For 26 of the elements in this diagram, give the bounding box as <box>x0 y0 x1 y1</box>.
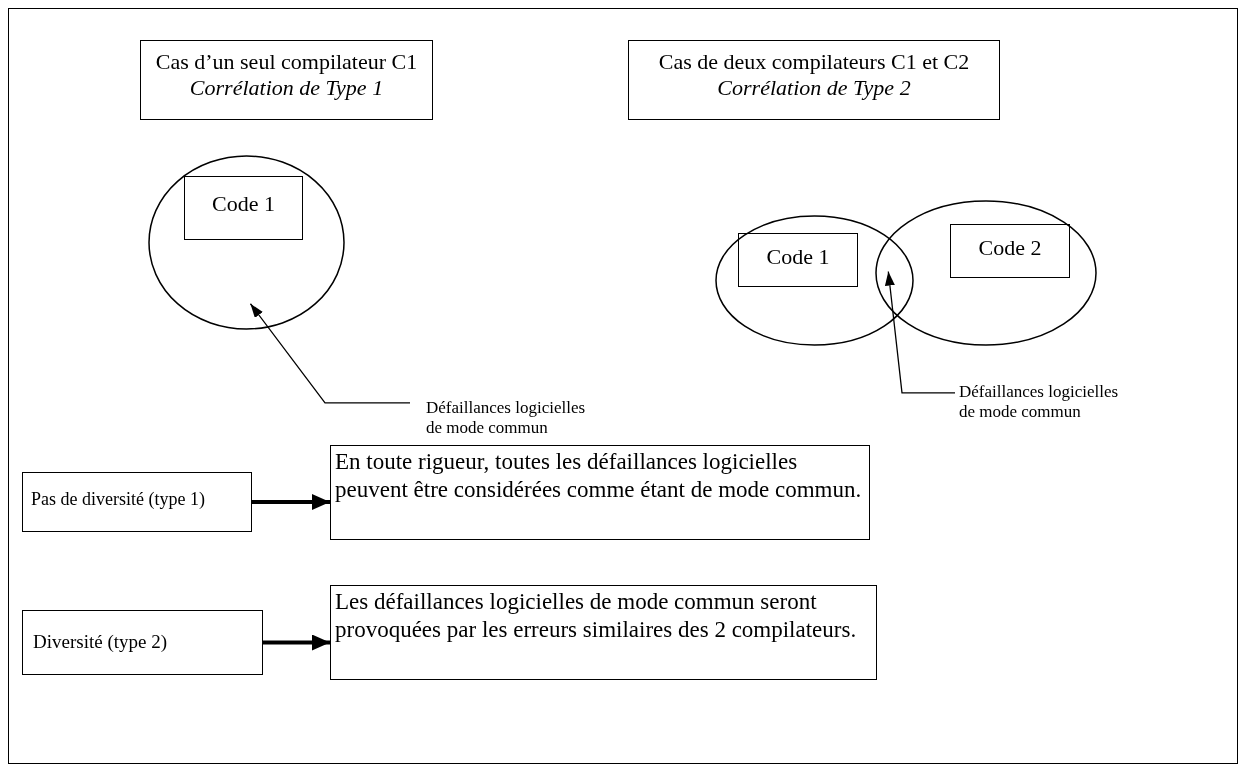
subtitle-text: Corrélation de Type 2 <box>716 75 912 102</box>
text-box <box>950 224 1070 278</box>
text-box <box>330 445 870 540</box>
annotation-text: Défaillances logicielles de mode commun <box>426 398 587 439</box>
text-box <box>628 40 1000 120</box>
box-text: Les défaillances logicielles de mode commun seront provoquées par les erreurs similaires des 2 compilateurs. <box>335 588 858 644</box>
box-text: En toute rigueur, toutes les défaillances logicielles peuvent être considérées comme étant de mode commun. <box>335 448 863 504</box>
leader-line <box>884 270 956 394</box>
box-text: Code 1 <box>211 191 276 218</box>
arrow <box>252 494 330 510</box>
text-box <box>184 176 303 240</box>
text-box <box>330 585 877 680</box>
arrow <box>263 634 330 651</box>
text-box <box>22 472 252 532</box>
title-text: Cas de deux compilateurs C1 et C2 <box>657 49 971 76</box>
leader-line <box>249 303 411 404</box>
box-text: Diversité (type 2) <box>33 631 168 654</box>
box-text: Code 2 <box>977 235 1043 262</box>
text-box <box>140 40 433 120</box>
box-text: Code 1 <box>765 244 831 271</box>
text-box <box>738 233 858 287</box>
title-text: Cas d’un seul compilateur C1 <box>154 49 419 76</box>
text-box <box>22 610 263 675</box>
annotation-text: Défaillances logicielles de mode commun <box>959 382 1120 423</box>
subtitle-text: Corrélation de Type 1 <box>188 75 385 102</box>
box-text: Pas de diversité (type 1) <box>31 489 206 511</box>
